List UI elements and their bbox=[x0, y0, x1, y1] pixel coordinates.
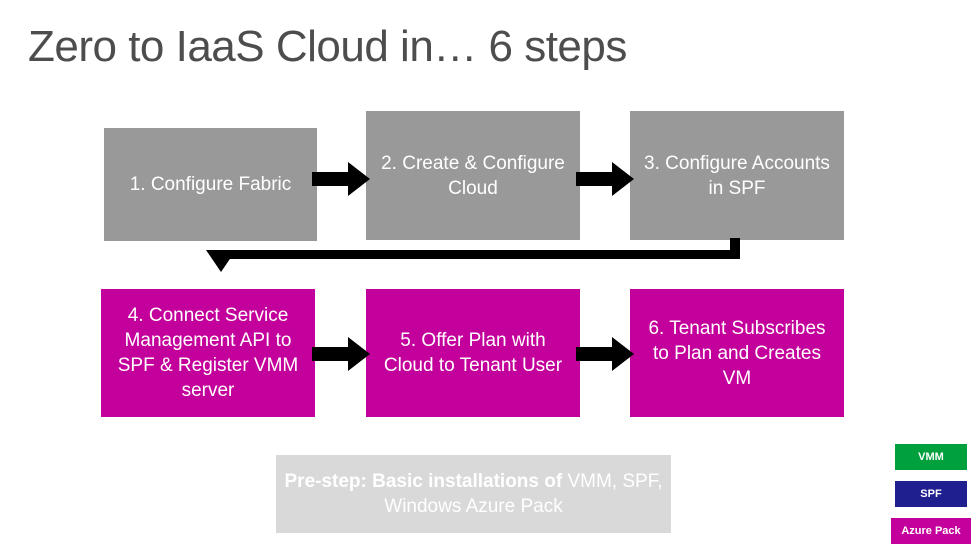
arrow-step1-to-step2 bbox=[312, 162, 370, 196]
prestep-bold-text: Pre-step: Basic installations of bbox=[284, 471, 563, 492]
step-box-3[interactable]: 3. Configure Accounts in SPF bbox=[630, 111, 844, 240]
step-box-4[interactable]: 4. Connect Service Management API to SPF… bbox=[101, 289, 315, 417]
step-box-2[interactable]: 2. Create & Configure Cloud bbox=[366, 111, 580, 240]
arrow-step5-to-step6 bbox=[576, 337, 634, 371]
legend-item-azure-pack-label: Azure Pack bbox=[901, 525, 961, 537]
step-box-6-label: 6. Tenant Subscribes to Plan and Creates… bbox=[648, 317, 826, 389]
step-box-1[interactable]: 1. Configure Fabric bbox=[104, 128, 317, 241]
arrow-step4-to-step5 bbox=[312, 337, 370, 371]
step-box-2-label: 2. Create & Configure Cloud bbox=[381, 152, 565, 199]
legend-item-spf-label: SPF bbox=[920, 488, 942, 500]
step-box-1-label: 1. Configure Fabric bbox=[129, 174, 292, 195]
step-box-4-label: 4. Connect Service Management API to SPF… bbox=[117, 305, 299, 401]
step-box-5[interactable]: 5. Offer Plan with Cloud to Tenant User bbox=[366, 289, 580, 417]
step-box-3-label: 3. Configure Accounts in SPF bbox=[644, 152, 830, 199]
legend-item-vmm-label: VMM bbox=[918, 451, 944, 463]
step-box-6[interactable]: 6. Tenant Subscribes to Plan and Creates… bbox=[630, 289, 844, 417]
prestep-normal-text: VMM, SPF, Windows Azure Pack bbox=[384, 471, 663, 517]
page-title: Zero to IaaS Cloud in… 6 steps bbox=[28, 22, 627, 71]
prestep-box[interactable]: Pre-step: Basic installations of VMM, SP… bbox=[276, 455, 671, 533]
arrow-step2-to-step3 bbox=[576, 162, 634, 196]
connector-step3-to-step4 bbox=[206, 238, 740, 272]
legend-item-spf: SPF bbox=[895, 481, 967, 507]
step-box-5-label: 5. Offer Plan with Cloud to Tenant User bbox=[383, 330, 563, 376]
legend-item-azure-pack: Azure Pack bbox=[891, 518, 971, 544]
legend-item-vmm: VMM bbox=[895, 444, 967, 470]
